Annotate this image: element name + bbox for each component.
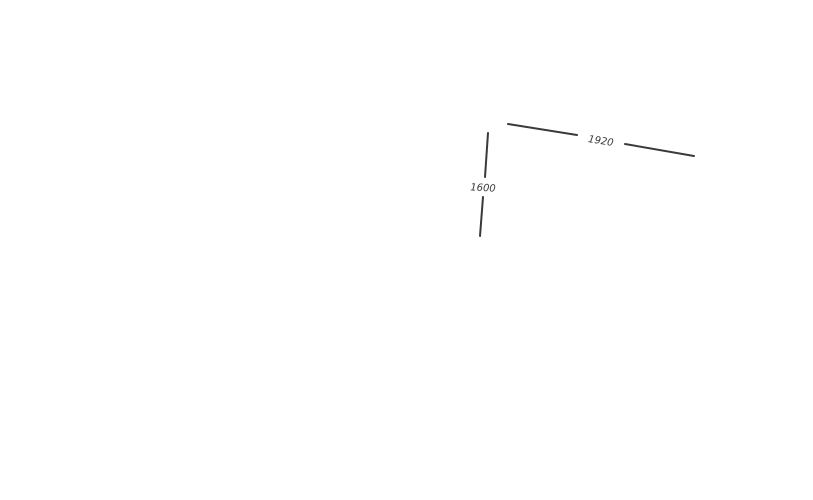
height-dimension: 1600: [470, 132, 496, 237]
height-dimension-line-top: [484, 132, 489, 178]
height-dimension-label: 1600: [470, 182, 496, 194]
width-dimension-label: 1920: [587, 134, 614, 149]
width-dimension: 1920: [507, 123, 695, 157]
width-dimension-line-left: [507, 123, 578, 136]
width-dimension-line-right: [624, 143, 695, 157]
height-dimension-line-bottom: [479, 196, 484, 237]
